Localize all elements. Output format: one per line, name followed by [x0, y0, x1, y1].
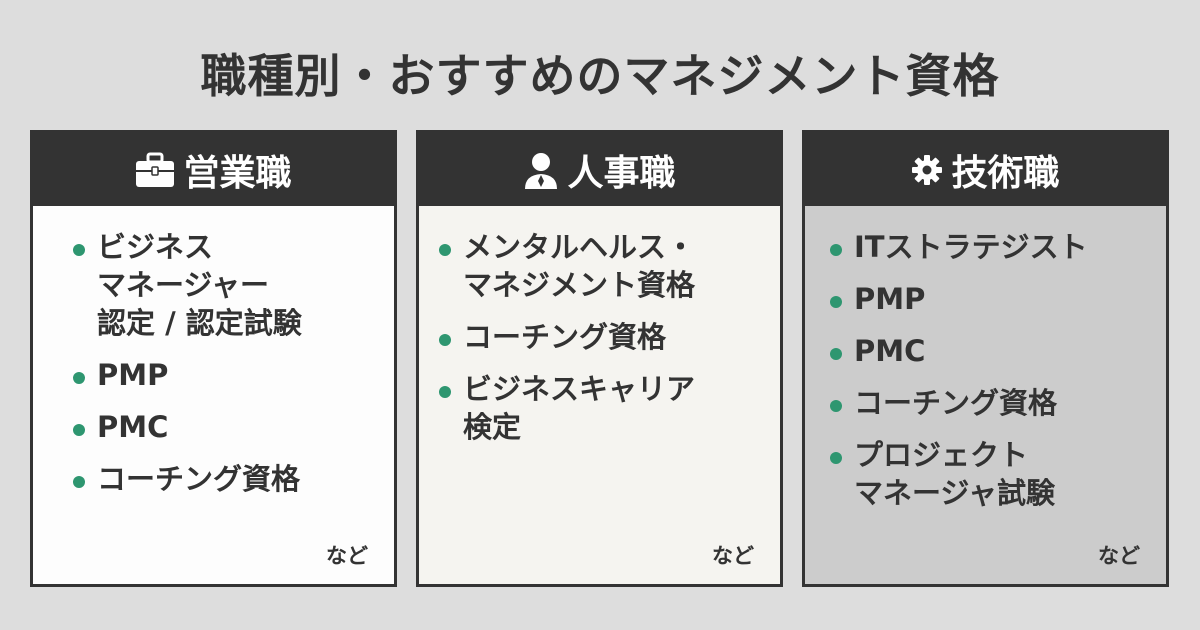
card-heading: 営業職	[183, 152, 292, 194]
footnote: など	[1098, 544, 1140, 568]
card-header: 人事職	[419, 133, 780, 206]
card-header: 技術職	[805, 133, 1166, 206]
page-title: 職種別・おすすめのマネジメント資格	[200, 49, 1000, 103]
list-item: ビジネス マネージャー 認定 / 認定試験	[73, 228, 302, 342]
list-item: コーチング資格	[73, 460, 302, 498]
list-item: PMP	[830, 280, 1088, 318]
card-body: ビジネス マネージャー 認定 / 認定試験 PMP PMC コーチング資格 など	[33, 206, 394, 584]
list-item: コーチング資格	[830, 384, 1088, 422]
card-heading: 人事職	[567, 152, 676, 194]
list-item: PMP	[73, 356, 302, 394]
footnote: など	[712, 544, 754, 568]
person-icon	[525, 152, 558, 189]
footnote: など	[326, 544, 368, 568]
list-item: コーチング資格	[439, 318, 695, 356]
card-hr: 人事職 メンタルヘルス・ マネジメント資格 コーチング資格 ビジネスキャリア 検…	[416, 130, 783, 587]
list-item: プロジェクト マネージャ試験	[830, 436, 1088, 512]
card-engineering: 技術職 ITストラテジスト PMP PMC コーチング資格 プロジェクト マネー…	[802, 130, 1169, 587]
list-item: ビジネスキャリア 検定	[439, 370, 695, 446]
card-sales: 営業職 ビジネス マネージャー 認定 / 認定試験 PMP PMC コーチング資…	[30, 130, 397, 587]
list-item: PMC	[830, 332, 1088, 370]
card-body: メンタルヘルス・ マネジメント資格 コーチング資格 ビジネスキャリア 検定 など	[419, 206, 780, 584]
list-item: PMC	[73, 408, 302, 446]
briefcase-icon	[136, 152, 175, 187]
card-body: ITストラテジスト PMP PMC コーチング資格 プロジェクト マネージャ試験…	[805, 206, 1166, 584]
list-item: ITストラテジスト	[830, 228, 1088, 266]
gear-icon	[912, 154, 943, 185]
card-header: 営業職	[33, 133, 394, 206]
list-item: メンタルヘルス・ マネジメント資格	[439, 228, 695, 304]
card-heading: 技術職	[951, 152, 1060, 194]
